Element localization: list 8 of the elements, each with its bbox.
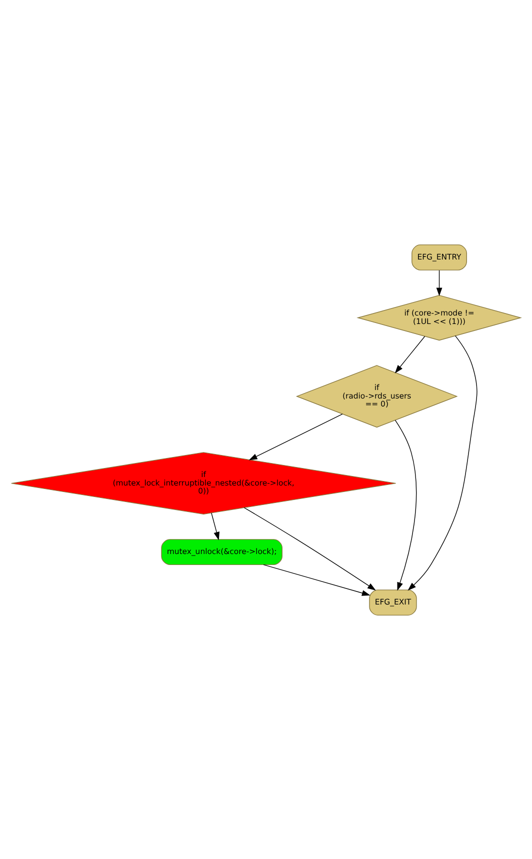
arrow [408,334,478,590]
arrow [248,413,343,460]
arrow [394,419,417,590]
arrow [211,512,220,540]
arrow [436,269,442,296]
arrow [244,506,376,590]
arrow [263,564,370,596]
arrow [394,336,426,373]
